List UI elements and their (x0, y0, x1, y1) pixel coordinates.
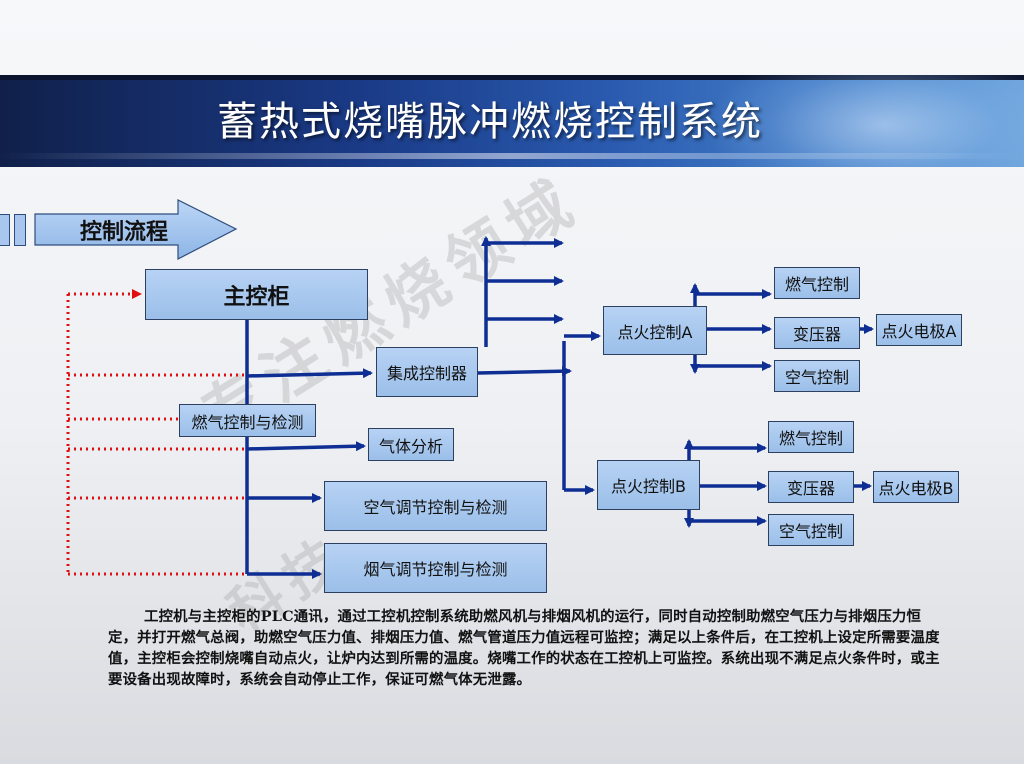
air-control-b-box: 空气控制 (768, 514, 854, 546)
description-paragraph: 工控机与主控柜的PLC通讯，通过工控机控制系统助燃风机与排烟风机的运行，同时自动… (108, 608, 940, 688)
page-title: 蓄热式烧嘴脉冲燃烧控制系统 (217, 99, 763, 145)
banner-top-line (0, 75, 1024, 80)
ignition-electrode-a-box: 点火电极A (876, 314, 962, 346)
banner-light-streak (0, 153, 1024, 159)
flow-label: 控制流程 (79, 220, 168, 245)
gas-analysis-box: 气体分析 (368, 428, 454, 461)
deco-square (14, 214, 26, 246)
ignition-control-b-box: 点火控制B (597, 460, 700, 510)
control-arrows (245, 236, 874, 579)
transformer-a-box: 变压器 (774, 317, 860, 349)
integrated-controller-box: 集成控制器 (376, 347, 478, 397)
feedback-lines (66, 289, 246, 576)
gas-control-b-box: 燃气控制 (768, 421, 854, 453)
ignition-electrode-b-box: 点火电极B (873, 471, 959, 503)
flue-regulation-box: 烟气调节控制与检测 (324, 543, 547, 593)
flow-label-arrow (34, 199, 238, 260)
air-regulation-box: 空气调节控制与检测 (324, 481, 547, 531)
gas-control-detect-box: 燃气控制与检测 (179, 404, 316, 437)
main-cabinet-box: 主控柜 (145, 269, 368, 320)
title-banner (0, 75, 1024, 167)
deco-square (0, 214, 10, 246)
gas-control-a-box: 燃气控制 (774, 267, 860, 299)
ignition-control-a-box: 点火控制A (603, 306, 707, 355)
air-control-a-box: 空气控制 (774, 360, 860, 392)
banner-globe-glow (704, 75, 1024, 167)
transformer-b-box: 变压器 (768, 471, 854, 503)
